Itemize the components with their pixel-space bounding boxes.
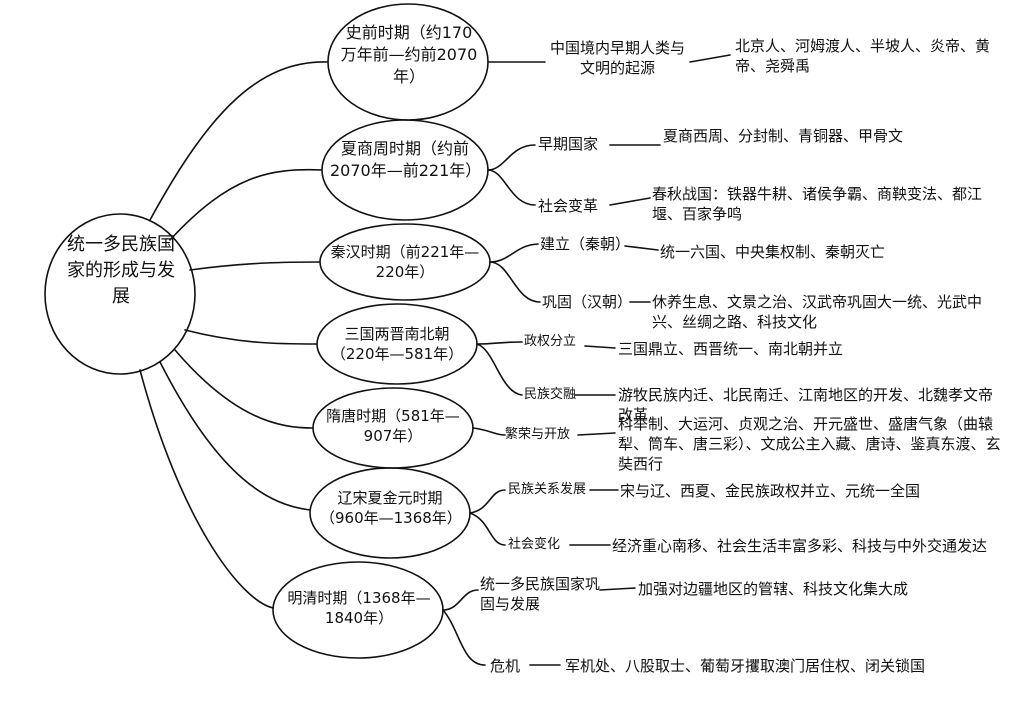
root-to-period-3: [189, 261, 321, 271]
sub-label-2-2: 社会变革: [538, 197, 599, 215]
detail-6-2: 经济重心南移、社会生活丰富多彩、科技与中外交通发达: [612, 537, 988, 555]
sub-label-4-1: 政权分立: [524, 334, 577, 349]
sub-label-6-2: 社会变化: [508, 537, 561, 552]
root-label: 统一多民族国家的形成与发展: [67, 234, 175, 307]
period-label-1: 史前时期（约170万年前—约前2070年）: [340, 23, 478, 86]
root-to-period-4: [184, 329, 318, 345]
period-label-3: 秦汉时期（前221年—220年）: [330, 243, 480, 281]
period-label-2: 夏商周时期（约前2070年—前221年）: [330, 139, 482, 180]
sub-label-6-1: 民族关系发展: [508, 482, 587, 497]
sub-label-4-2: 民族交融: [524, 387, 577, 402]
sub-label-1-1: 中国境内早期人类与文明的起源: [549, 39, 685, 77]
period-label-4: 三国两晋南北朝（220年—581年）: [330, 325, 464, 363]
root-to-period-6: [159, 361, 311, 511]
detail-4-2: 游牧民族内迁、北民南迁、江南地区的开发、北魏孝文帝改革: [618, 386, 994, 424]
detail-2-1: 夏商西周、分封制、青铜器、甲骨文: [663, 127, 904, 145]
detail-2-2: 春秋战国：铁器牛耕、诸侯争霸、商鞅变法、都江堰、百家争鸣: [652, 185, 983, 223]
sub-label-2-1: 早期国家: [538, 135, 599, 153]
detail-6-1: 宋与辽、西夏、金民族政权并立、元统一全国: [620, 482, 921, 500]
detail-7-1: 加强对边疆地区的管辖、科技文化集大成: [638, 580, 909, 598]
detail-3-1: 统一六国、中央集权制、秦朝灭亡: [660, 243, 886, 261]
detail-4-1: 三国鼎立、西晋统一、南北朝并立: [618, 340, 844, 358]
period-label-5: 隋唐时期（581年—907年）: [326, 407, 460, 445]
sub-label-5-1: 繁荣与开放: [505, 427, 571, 442]
period-label-7: 明清时期（1368年—1840年）: [287, 589, 431, 627]
sub-label-7-1: 统一多民族国家巩固与发展: [480, 575, 601, 613]
detail-7-2: 军机处、八股取士、葡萄牙攫取澳门居住权、闭关锁国: [565, 657, 926, 675]
root-to-period-1: [149, 61, 329, 221]
root-bubble: [44, 213, 196, 375]
root-to-period-5: [174, 349, 314, 429]
root-to-period-7: [139, 369, 274, 609]
sub-label-3-2: 巩固（汉朝）: [542, 293, 633, 311]
period-label-6: 辽宋夏金元时期（960年—1368年）: [320, 489, 462, 527]
sub-label-7-2: 危机: [490, 657, 521, 675]
root-to-period-2: [169, 168, 323, 241]
detail-1-1: 北京人、河姆渡人、半坡人、炎帝、黄帝、尧舜禹: [735, 37, 991, 75]
sub-label-3-1: 建立（秦朝）: [540, 235, 631, 253]
detail-3-2: 休养生息、文景之治、汉武帝巩固大一统、光武中兴、丝绸之路、科技文化: [652, 293, 983, 331]
detail-5-1: 科举制、大运河、贞观之治、开元盛世、盛唐气象（曲辕犁、筒车、唐三彩）、文成公主入…: [618, 415, 1001, 473]
